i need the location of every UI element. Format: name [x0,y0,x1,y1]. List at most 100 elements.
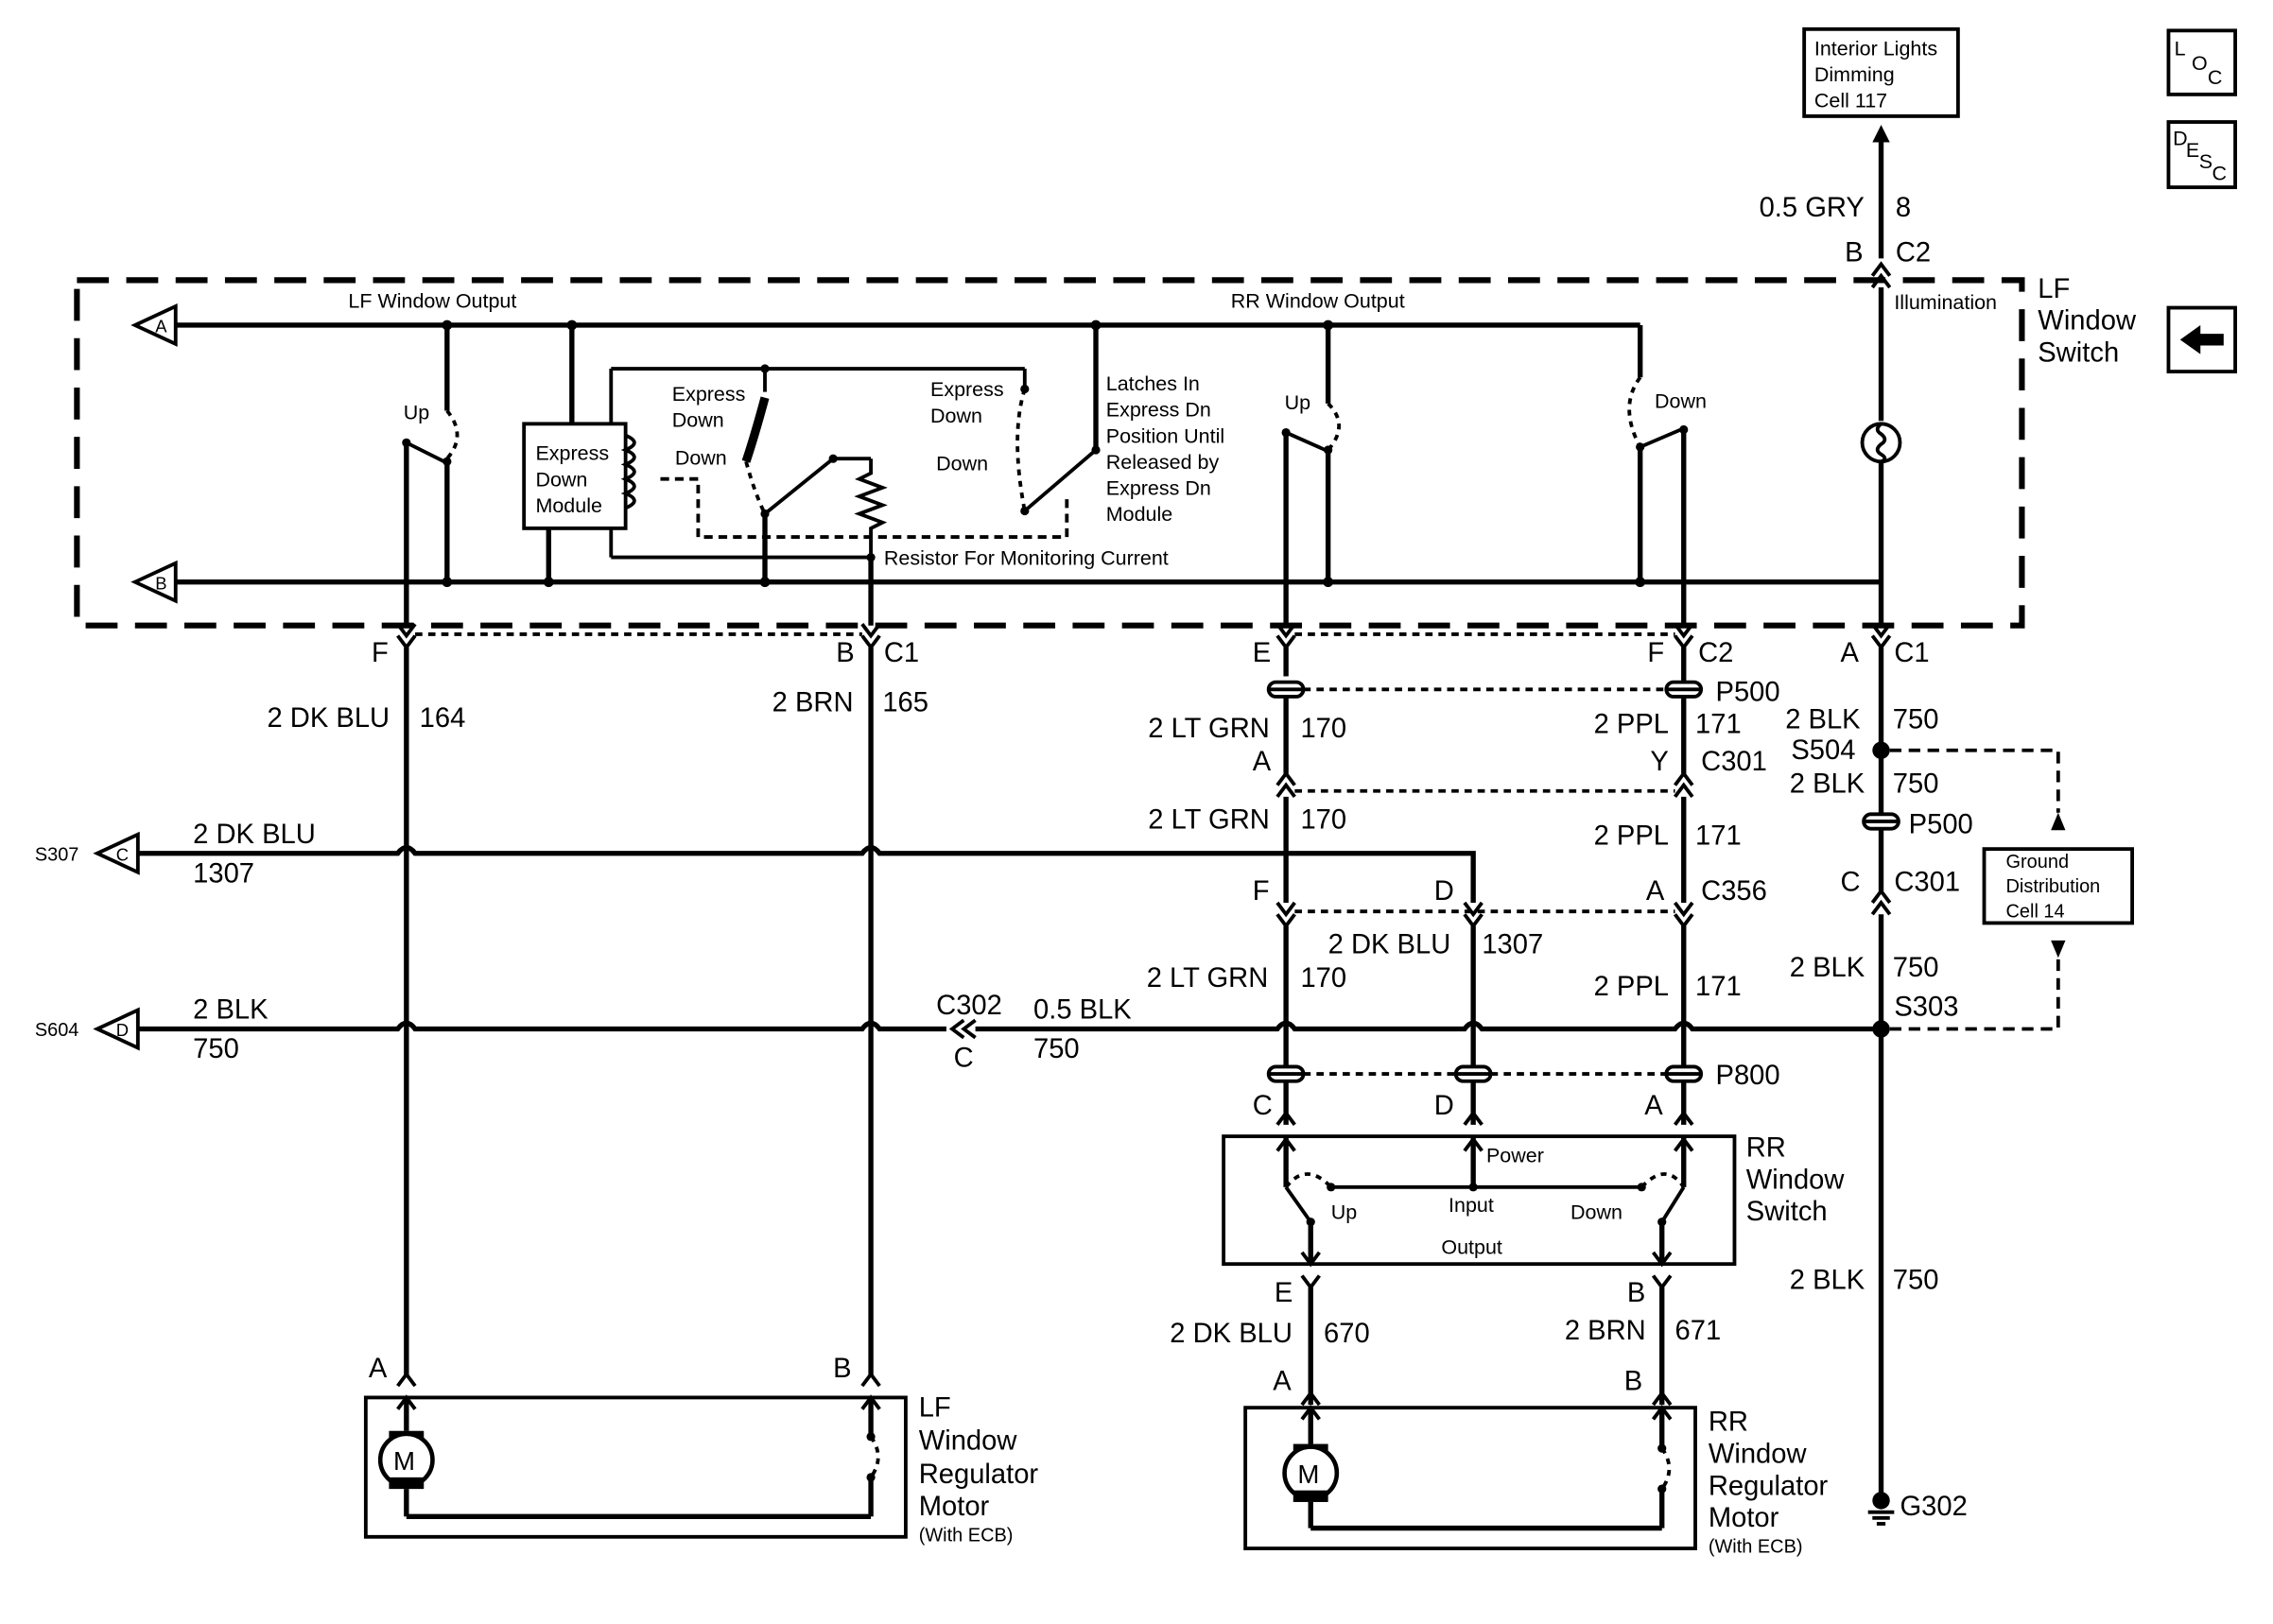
c301-right-connector[interactable]: C C301 [1841,868,1961,916]
svg-text:C301: C301 [1894,868,1960,898]
svg-text:Ground: Ground [2006,852,2070,872]
ppl-1-circuit: 171 [1695,709,1742,739]
interior-lights-line3: Cell 117 [1814,90,1887,112]
svg-text:S307: S307 [35,844,79,865]
rr-sw-pin-b: B [1627,1278,1645,1308]
rr-brn-color: 2 BRN [1565,1316,1646,1346]
svg-text:A: A [1644,1091,1663,1121]
svg-text:P800: P800 [1716,1061,1780,1091]
s504-label: S504 [1791,735,1855,766]
lamp-icon [1860,422,1902,464]
lf-motor-name-4: Motor [919,1492,990,1522]
c1-right-connector[interactable]: A C1 [1841,623,1930,668]
lf-switch-name-1: LF [2038,274,2070,304]
rr-switch-name-1: RR [1746,1133,1786,1164]
latches-line2: Express Dn [1106,399,1211,422]
lf-motor-name-3: Regulator [919,1460,1039,1490]
svg-text:D: D [1434,1091,1454,1121]
svg-text:D: D [2173,128,2188,150]
blk-4-color: 2 BLK [1790,1265,1865,1295]
svg-text:S604: S604 [35,1020,79,1041]
svg-text:C: C [2208,66,2223,89]
rr-brn-circuit: 671 [1675,1316,1722,1346]
lf-window-output-label: LF Window Output [348,290,516,313]
c1-left-connector[interactable]: F B C1 [372,623,919,668]
blk-2-color: 2 BLK [1790,769,1865,799]
down-1-label: Down [675,446,727,469]
ground-distribution-box[interactable]: Ground Distribution Cell 14 [1982,847,2135,925]
lf-motor-name-1: LF [919,1392,951,1423]
rr-sw-pin-e: E [1275,1278,1293,1308]
p500-top-connector[interactable]: P500 [1266,678,1780,708]
svg-text:E: E [1253,638,1271,668]
interior-lights-box[interactable]: Interior Lights Dimming Cell 117 [1802,26,1960,118]
svg-text:A: A [155,317,167,337]
rr-motor-name-2: Window [1709,1440,1808,1470]
rr-motor-name-4: Motor [1709,1503,1779,1533]
svg-text:Express: Express [535,442,609,465]
svg-text:P500: P500 [1909,809,1973,839]
svg-text:A: A [1646,876,1665,907]
dk-blu-1307-color: 2 DK BLU [1328,930,1451,960]
rr-motor-name-1: RR [1709,1408,1748,1438]
dk-blu-1307-circuit: 1307 [1482,930,1543,960]
svg-text:C: C [116,844,129,864]
express-down-2a: Express [930,378,1004,401]
svg-text:L: L [2175,37,2186,60]
c2-mid-connector[interactable]: E F C2 [1253,623,1734,668]
ppl-2-color: 2 PPL [1594,821,1669,852]
lf-window-regulator-motor[interactable]: M [363,1394,908,1539]
c356-connector[interactable]: F D A C356 [1253,876,1767,929]
rr-motor-pin-b: B [1624,1367,1642,1397]
desc-icon[interactable]: D E S C [2166,120,2238,190]
blk-2-circuit: 750 [1893,769,1939,799]
latches-line5: Express Dn [1106,477,1211,500]
rr-down-label: Down [1655,389,1707,412]
rr-motor-symbol: M [1297,1460,1319,1489]
express-down-1a: Express [672,383,746,406]
s604-connector[interactable]: S604 D [35,1007,140,1051]
blk-1-color: 2 BLK [1785,705,1861,735]
ppl-2-circuit: 171 [1695,821,1742,852]
ground-icon [1867,1492,1895,1526]
svg-text:D: D [116,1020,129,1040]
rr-window-regulator-motor[interactable]: M [1243,1404,1697,1550]
p500-right-connector[interactable]: P500 [1862,809,1973,839]
blk-3-color: 2 BLK [1790,953,1865,983]
express-down-module[interactable]: Express Down Module [522,422,628,530]
blk-3-circuit: 750 [1893,953,1939,983]
rr-motor-note: (With ECB) [1709,1537,1803,1558]
connector-b-icon: B [130,560,178,604]
svg-text:Module: Module [535,494,601,517]
lf-motor-note: (With ECB) [919,1525,1014,1546]
top-wire-pin: B [1845,237,1863,268]
latches-line4: Released by [1106,451,1220,474]
latches-line3: Position Until [1106,424,1224,447]
loc-icon[interactable]: L O C [2166,28,2238,96]
rr-sw-output: Output [1441,1235,1502,1258]
rr-sw-up: Up [1331,1201,1358,1224]
svg-text:Y: Y [1650,747,1668,777]
svg-text:A: A [1841,638,1860,668]
svg-text:C: C [1841,868,1861,898]
express-down-2b: Down [930,405,982,427]
p800-connector[interactable]: P800 C D A [1253,1061,1780,1121]
back-arrow-icon[interactable] [2166,305,2238,374]
svg-text:C2: C2 [1698,638,1733,668]
lf-up-label: Up [404,402,430,424]
s303-label: S303 [1894,993,1958,1023]
lt-grn-2-color: 2 LT GRN [1148,805,1270,836]
lf-dk-blu-color: 2 DK BLU [267,703,390,734]
rr-switch-name-3: Switch [1746,1197,1828,1227]
rr-window-switch[interactable]: Power Input Up Down Output [1222,1134,1737,1268]
lf-dk-blu-circuit: 164 [420,703,466,734]
lf-motor-symbol: M [393,1446,415,1476]
interior-lights-line1: Interior Lights [1814,37,1937,60]
svg-text:C: C [2212,162,2228,184]
c301-top-connector[interactable]: A Y C301 [1253,747,1767,799]
svg-text:C301: C301 [1701,747,1767,777]
express-down-1b: Down [672,408,724,431]
s307-connector[interactable]: S307 C [35,831,140,875]
lf-motor-name-2: Window [919,1426,1018,1457]
lf-brn-circuit: 165 [882,687,928,717]
